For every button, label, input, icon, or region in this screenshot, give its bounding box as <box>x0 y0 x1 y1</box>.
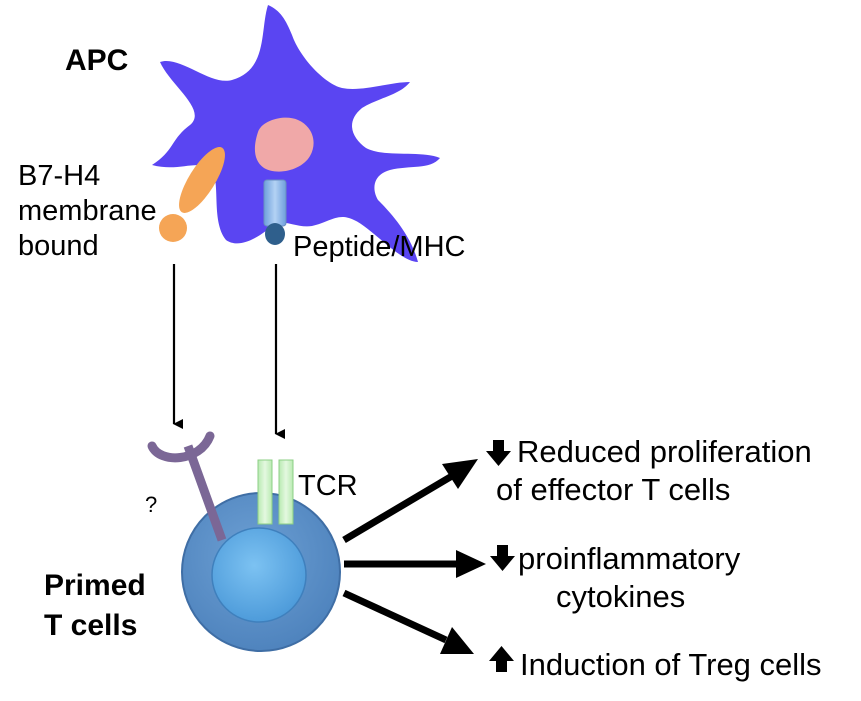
peptide-mhc-label: Peptide/MHC <box>293 231 465 263</box>
primed-label-line2: T cells <box>44 609 137 642</box>
b7h4-molecule <box>159 147 225 242</box>
up-arrow-icon <box>489 646 514 672</box>
down-arrow-icon <box>490 545 515 571</box>
outcome-2-line2: cytokines <box>556 579 685 614</box>
tcr-label: TCR <box>298 470 358 502</box>
down-arrow-icon <box>486 440 511 466</box>
b7h4-label-line1: B7-H4 <box>18 160 100 192</box>
unknown-receptor <box>147 431 227 542</box>
outcome-3-line1: Induction of Treg cells <box>520 647 822 682</box>
apc-nucleus <box>254 117 314 172</box>
outcome-1-line1: Reduced proliferation <box>517 434 812 469</box>
b7h4-label-line3: bound <box>18 230 99 262</box>
peptide-mhc-complex <box>263 179 287 245</box>
apc-label: APC <box>65 44 128 77</box>
unknown-receptor-label: ? <box>145 492 157 517</box>
b7h4-label-line2: membrane <box>18 195 157 227</box>
outcome-arrows <box>342 459 486 654</box>
tcr-receptor <box>257 459 294 525</box>
primed-label-line1: Primed <box>44 569 146 602</box>
outcome-1-line2: of effector T cells <box>496 472 730 507</box>
outcome-2-line1: proinflammatory <box>518 541 741 576</box>
